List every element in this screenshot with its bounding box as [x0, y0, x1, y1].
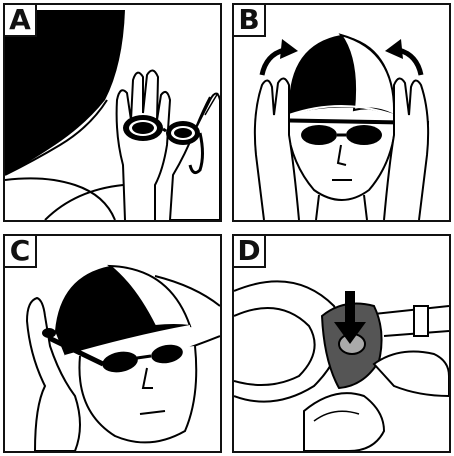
panel-label-c: C [3, 234, 37, 268]
panel-label-a: A [3, 3, 37, 37]
illustration-d [234, 236, 449, 451]
panel-a: A [3, 3, 222, 222]
illustration-a [5, 5, 220, 220]
panel-c: C [3, 234, 222, 453]
panel-label-d: D [232, 234, 266, 268]
illustration-b [234, 5, 449, 220]
panel-b: B [232, 3, 451, 222]
panel-d: D [232, 234, 451, 453]
illustration-c [5, 236, 220, 451]
panel-label-b: B [232, 3, 266, 37]
